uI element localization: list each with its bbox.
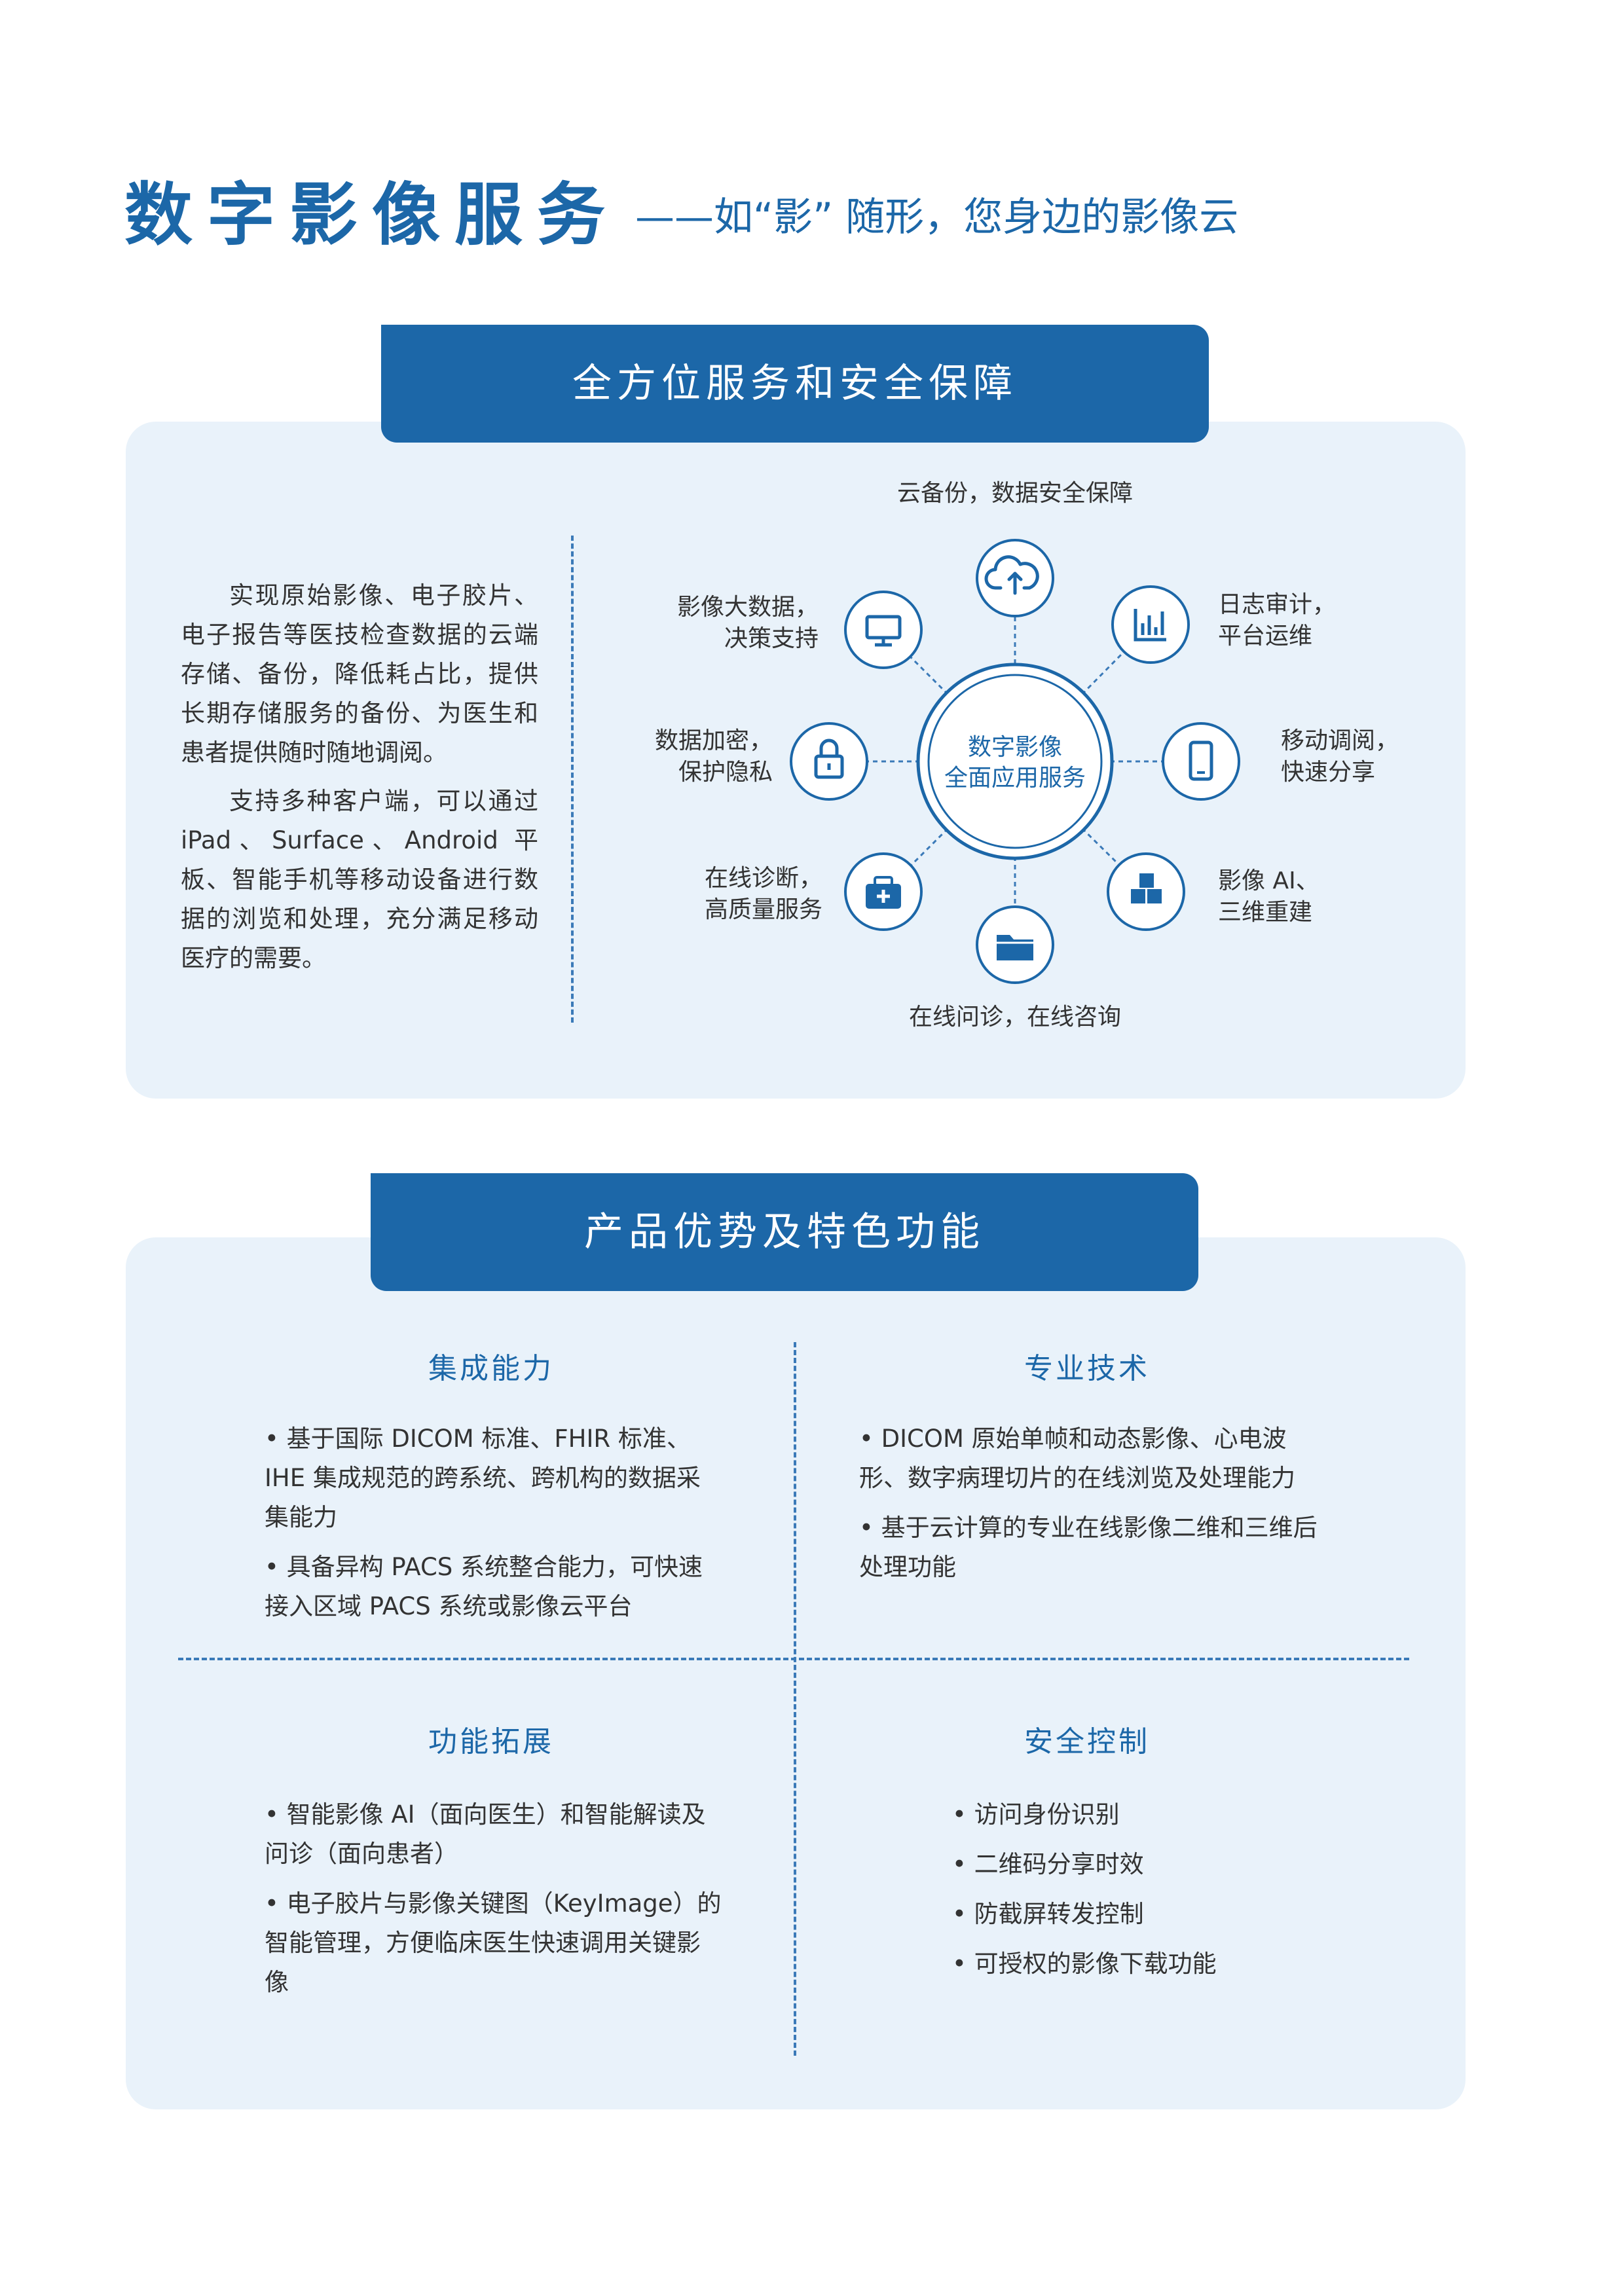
security-item-2: 二维码分享时效	[952, 1845, 1345, 1884]
node-caption-bottom: 在线问诊，在线咨询	[908, 1004, 1121, 1030]
extension-title: 功能拓展	[428, 1725, 554, 1758]
integration-title: 集成能力	[428, 1352, 554, 1385]
intro-paragraph-2: 支持多种客户端，可以通过 iPad、Surface、Android 平板、智能手…	[181, 787, 538, 972]
node-caption-top-left-line1: 影像大数据，	[676, 594, 819, 621]
node-caption-top-right: 日志审计， 平台运维	[1218, 589, 1336, 652]
page-subtitle: ——如“影” 随形，您身边的影像云	[635, 194, 1239, 240]
node-caption-top-right-line1: 日志审计，	[1218, 591, 1337, 618]
extension-item-1: 智能影像 AI（面向医生）和智能解读及问诊（面向患者）	[265, 1795, 723, 1874]
security-title: 安全控制	[1024, 1725, 1150, 1758]
services-section-tab: 全方位服务和安全保障	[381, 325, 1209, 443]
features-horizontal-divider	[178, 1658, 1409, 1660]
node-caption-right: 移动调阅， 快速分享	[1281, 725, 1399, 788]
technology-item-1: DICOM 原始单帧和动态影像、心电波形、数字病理切片的在线浏览及处理能力	[859, 1419, 1331, 1498]
node-caption-bottom-left-line2: 高质量服务	[704, 896, 822, 923]
technology-title: 专业技术	[1024, 1352, 1150, 1385]
integration-item-2: 具备异构 PACS 系统整合能力，可快速接入区域 PACS 系统或影像云平台	[265, 1548, 723, 1626]
node-caption-bottom-left-line1: 在线诊断，	[704, 865, 822, 892]
node-caption-bottom-right: 影像 AI、 三维重建	[1218, 866, 1320, 928]
extension-list: 智能影像 AI（面向医生）和智能解读及问诊（面向患者） 电子胶片与影像关键图（K…	[265, 1795, 723, 2013]
node-caption-bottom-right-line1: 影像 AI、	[1218, 867, 1320, 894]
security-item-3: 防截屏转发控制	[952, 1895, 1345, 1934]
intro-paragraph-1: 实现原始影像、电子胶片、电子报告等医技检查数据的云端存储、备份，降低耗占比，提供…	[181, 581, 538, 767]
node-caption-right-line1: 移动调阅，	[1281, 727, 1399, 754]
node-caption-right-line2: 快速分享	[1281, 759, 1376, 786]
technology-item-2: 基于云计算的专业在线影像二维和三维后处理功能	[859, 1508, 1331, 1587]
node-caption-top: 云备份，数据安全保障	[896, 480, 1133, 507]
extension-item-2: 电子胶片与影像关键图（KeyImage）的智能管理，方便临床医生快速调用关键影像	[265, 1884, 723, 2002]
technology-list: DICOM 原始单帧和动态影像、心电波形、数字病理切片的在线浏览及处理能力 基于…	[859, 1419, 1331, 1597]
node-caption-bottom-right-line2: 三维重建	[1218, 899, 1313, 926]
integration-list: 基于国际 DICOM 标准、FHIR 标准、IHE 集成规范的跨系统、跨机构的数…	[265, 1419, 723, 1637]
features-section-tab: 产品优势及特色功能	[371, 1173, 1198, 1291]
node-caption-left: 数据加密， 保护隐私	[602, 725, 773, 788]
node-caption-bottom-left: 在线诊断， 高质量服务	[655, 863, 822, 926]
node-caption-left-line1: 数据加密，	[654, 727, 773, 754]
services-intro: 实现原始影像、电子胶片、电子报告等医技检查数据的云端存储、备份，降低耗占比，提供…	[181, 576, 538, 987]
services-divider	[571, 536, 574, 1023]
page-title: 数字影像服务	[124, 175, 620, 255]
security-item-1: 访问身份识别	[952, 1795, 1345, 1834]
security-list: 访问身份识别 二维码分享时效 防截屏转发控制 可授权的影像下载功能	[952, 1795, 1345, 1994]
features-vertical-divider	[794, 1342, 796, 2056]
node-caption-top-left: 影像大数据， 决策支持	[629, 592, 819, 655]
integration-item-1: 基于国际 DICOM 标准、FHIR 标准、IHE 集成规范的跨系统、跨机构的数…	[265, 1419, 723, 1537]
node-caption-top-left-line2: 决策支持	[724, 625, 819, 652]
node-caption-left-line2: 保护隐私	[678, 759, 773, 786]
node-caption-top-right-line2: 平台运维	[1218, 623, 1313, 649]
security-item-4: 可授权的影像下载功能	[952, 1944, 1345, 1984]
